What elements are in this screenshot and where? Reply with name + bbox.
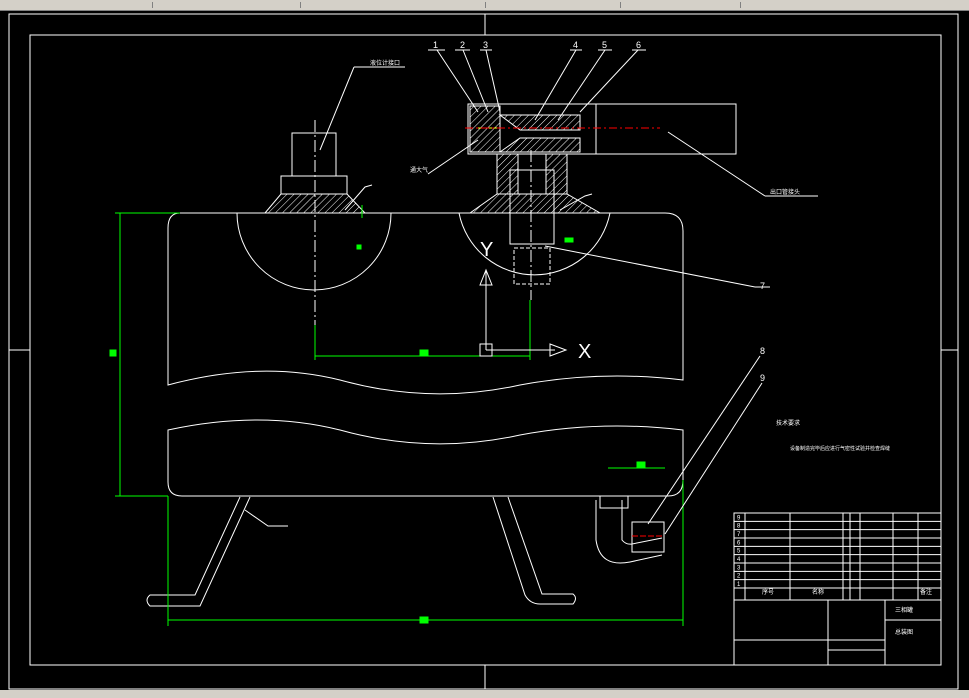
ejector-assembly (465, 103, 737, 300)
support-legs (146, 496, 576, 607)
header-seq: 序号 (762, 588, 774, 596)
tech-requirements-note: 设备制造完毕后应进行气密性试验并检查焊缝 (790, 445, 890, 452)
leaders (244, 49, 818, 535)
bom-row-number: 5 (737, 549, 741, 555)
status-strip (0, 690, 969, 698)
part-number-6: 6 (636, 40, 641, 50)
part-number-8: 8 (760, 346, 765, 356)
axis-y-label: Y (480, 239, 493, 261)
bom-row-number: 1 (737, 582, 741, 588)
part-name-text: 三相罐 (895, 606, 913, 614)
bom-row-number: 4 (737, 557, 741, 563)
bom-row-number: 8 (737, 524, 741, 530)
sub-name-text: 总装图 (895, 628, 913, 636)
sheet-outer-border (8, 13, 959, 690)
dimensions (109, 205, 684, 626)
drain-elbow (595, 495, 665, 564)
leader-label-vent: 通大气 (410, 166, 428, 174)
bom-row-number: 7 (737, 532, 741, 538)
left-nozzle (263, 120, 367, 325)
bom-numbers: 9 8 7 6 5 4 3 2 1 (737, 515, 741, 588)
part-number-3: 3 (483, 40, 488, 50)
part-number-7: 7 (760, 281, 765, 291)
bom-row-number: 3 (737, 565, 741, 571)
ucs-icon (479, 268, 568, 357)
part-number-1: 1 (433, 40, 438, 50)
bom-rows (734, 520, 941, 589)
axis-x-label: X (578, 341, 591, 363)
tech-requirements-title: 技术要求 (776, 419, 800, 427)
header-name: 名称 (812, 588, 824, 596)
part-number-2: 2 (460, 40, 465, 50)
tank-body (167, 212, 684, 497)
bom-row-number: 9 (737, 515, 741, 521)
part-number-9: 9 (760, 373, 765, 383)
bom-row-number: 6 (737, 540, 741, 546)
bom-row-number: 2 (737, 574, 741, 580)
title-block (733, 512, 942, 666)
toolbar-strip (0, 0, 969, 11)
part-number-5: 5 (602, 40, 607, 50)
leader-label-top: 液位计接口 (370, 59, 400, 67)
part-number-4: 4 (573, 40, 578, 50)
header-remark: 备注 (920, 588, 932, 596)
leader-label-right: 出口管接头 (770, 188, 800, 196)
